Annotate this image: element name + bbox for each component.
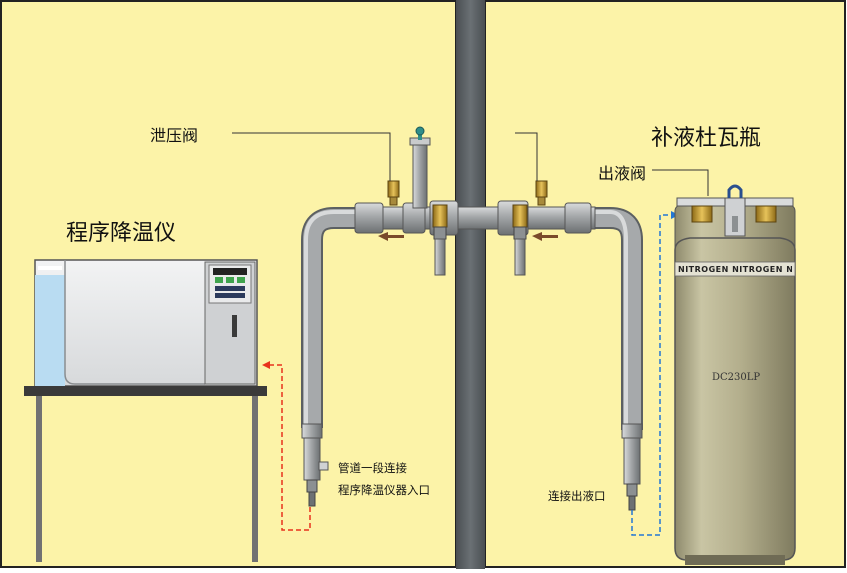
dewar-outlet-label: 连接出液口 xyxy=(548,489,606,503)
flow-arrow-icon xyxy=(532,232,558,241)
wall-column xyxy=(456,0,485,569)
vent-knob-icon xyxy=(415,126,425,136)
right-transfer-pipe xyxy=(585,207,643,511)
vent-riser xyxy=(409,126,431,209)
outlet-valve-icon xyxy=(691,205,713,223)
relief-valve-icon xyxy=(387,180,400,206)
program-freezer xyxy=(34,259,258,387)
dewar-tank xyxy=(674,184,796,565)
relief-valve-icon xyxy=(535,180,548,206)
main-horizontal-pipe xyxy=(354,200,596,236)
pipe-note-line1: 管道一段连接 xyxy=(338,461,407,475)
tank-model-label: DC230LP xyxy=(712,372,761,383)
flow-arrow-icon xyxy=(378,232,404,241)
right-pipe-valve xyxy=(512,204,528,276)
left-transfer-pipe xyxy=(301,207,365,507)
lab-table xyxy=(24,386,267,562)
outlet-valve-label: 出液阀 xyxy=(598,164,647,183)
left-pipe-valve xyxy=(432,204,448,276)
inlet-flow-arrow xyxy=(262,361,311,531)
relief-valve-leader xyxy=(515,132,538,181)
relief-valve-label: 泄压阀 xyxy=(150,126,199,145)
dewar-label: 补液杜瓦瓶 xyxy=(651,126,762,151)
tank-band-text: NITROGEN NITROGEN NITROGEN xyxy=(678,265,792,274)
freezer-label: 程序降温仪 xyxy=(66,221,177,246)
tank-band xyxy=(674,261,796,277)
outlet-valve-leader xyxy=(652,169,709,196)
relief-valve-leader xyxy=(232,132,391,181)
pipe-note-line2: 程序降温仪器入口 xyxy=(338,483,430,497)
